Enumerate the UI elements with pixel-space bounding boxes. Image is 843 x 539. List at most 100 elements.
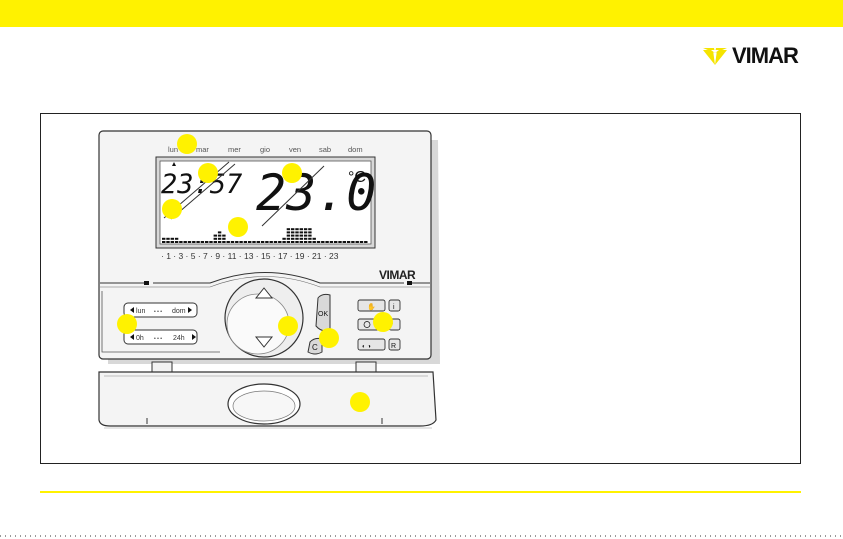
profile-segment <box>239 241 242 243</box>
profile-segment <box>184 241 187 243</box>
hour-scale: · 1 · 3 · 5 · 7 · 9 · 11 · 13 · 15 · 17 … <box>161 251 339 261</box>
hand-icon: ✋ <box>367 302 376 311</box>
profile-segment <box>308 241 311 243</box>
profile-segment <box>291 228 294 230</box>
profile-segment <box>325 241 328 243</box>
lcd-unit: °C <box>348 169 366 186</box>
profile-segment <box>287 231 290 233</box>
profile-segment <box>295 231 298 233</box>
profile-segment <box>300 241 303 243</box>
ok-label: OK <box>318 311 328 318</box>
profile-segment <box>287 241 290 243</box>
bottom-rule <box>40 491 801 493</box>
profile-segment <box>300 231 303 233</box>
profile-segment <box>287 238 290 240</box>
profile-segment <box>351 241 354 243</box>
profile-segment <box>304 238 307 240</box>
hour-selector-end: 24h <box>173 335 185 342</box>
day-label: mer <box>228 145 241 154</box>
profile-segment <box>270 241 273 243</box>
profile-segment <box>218 238 221 240</box>
profile-segment <box>360 241 363 243</box>
profile-segment <box>295 238 298 240</box>
profile-segment <box>222 241 225 243</box>
callout-marker <box>282 163 302 183</box>
profile-segment <box>278 241 281 243</box>
profile-segment <box>321 241 324 243</box>
profile-segment <box>222 238 225 240</box>
profile-segment <box>304 241 307 243</box>
profile-segment <box>313 241 316 243</box>
profile-segment <box>214 238 217 240</box>
day-label: ven <box>289 145 301 154</box>
profile-segment <box>192 241 195 243</box>
profile-segment <box>175 241 178 243</box>
profile-segment <box>171 241 174 243</box>
profile-segment <box>248 241 251 243</box>
cancel-label: C <box>312 343 318 352</box>
profile-segment <box>218 231 221 233</box>
callout-marker <box>162 199 182 219</box>
ok-button[interactable]: OK <box>316 294 330 330</box>
profile-segment <box>166 241 169 243</box>
hour-selector[interactable]: 0h • • • 24h <box>124 330 197 344</box>
profile-segment <box>231 241 234 243</box>
profile-segment <box>205 241 208 243</box>
profile-segment <box>343 241 346 243</box>
profile-segment <box>162 241 165 243</box>
profile-segment <box>308 228 311 230</box>
profile-segment <box>287 228 290 230</box>
callout-marker <box>319 328 339 348</box>
profile-segment <box>162 238 165 240</box>
profile-segment <box>214 241 217 243</box>
profile-segment <box>218 241 221 243</box>
profile-segment <box>291 235 294 237</box>
profile-segment <box>214 235 217 237</box>
hour-selector-start: 0h <box>136 335 144 342</box>
profile-segment <box>287 235 290 237</box>
callout-marker <box>177 134 197 154</box>
profile-segment <box>282 238 285 240</box>
profile-segment <box>334 241 337 243</box>
profile-segment <box>295 228 298 230</box>
profile-segment <box>300 235 303 237</box>
profile-segment <box>257 241 260 243</box>
profile-segment <box>227 241 230 243</box>
profile-segment <box>295 241 298 243</box>
callout-marker <box>350 392 370 412</box>
profile-segment <box>356 241 359 243</box>
profile-segment <box>330 241 333 243</box>
profile-segment <box>364 241 367 243</box>
day-selector[interactable]: lun • • • dom <box>124 303 197 317</box>
profile-segment <box>235 241 238 243</box>
profile-segment <box>304 231 307 233</box>
profile-segment <box>300 228 303 230</box>
profile-segment <box>313 238 316 240</box>
reset-label: R <box>391 343 396 350</box>
profile-segment <box>308 235 311 237</box>
profile-segment <box>308 238 311 240</box>
profile-segment <box>222 235 225 237</box>
day-label: dom <box>348 145 363 154</box>
day-label: lun <box>168 145 178 154</box>
day-label: gio <box>260 145 270 154</box>
day-selector-end: dom <box>172 308 186 315</box>
profile-segment <box>338 241 341 243</box>
profile-segment <box>188 241 191 243</box>
profile-segment <box>252 241 255 243</box>
profile-segment <box>196 241 199 243</box>
callout-marker <box>278 316 298 336</box>
profile-segment <box>261 241 264 243</box>
day-label: mar <box>196 145 209 154</box>
callout-marker <box>198 163 218 183</box>
profile-segment <box>274 241 277 243</box>
profile-segment <box>291 231 294 233</box>
profile-segment <box>179 241 182 243</box>
callout-marker <box>117 314 137 334</box>
profile-segment <box>317 241 320 243</box>
front-cover[interactable] <box>99 372 436 428</box>
profile-segment <box>295 235 298 237</box>
profile-segment <box>175 238 178 240</box>
callout-marker <box>228 217 248 237</box>
profile-segment <box>171 238 174 240</box>
